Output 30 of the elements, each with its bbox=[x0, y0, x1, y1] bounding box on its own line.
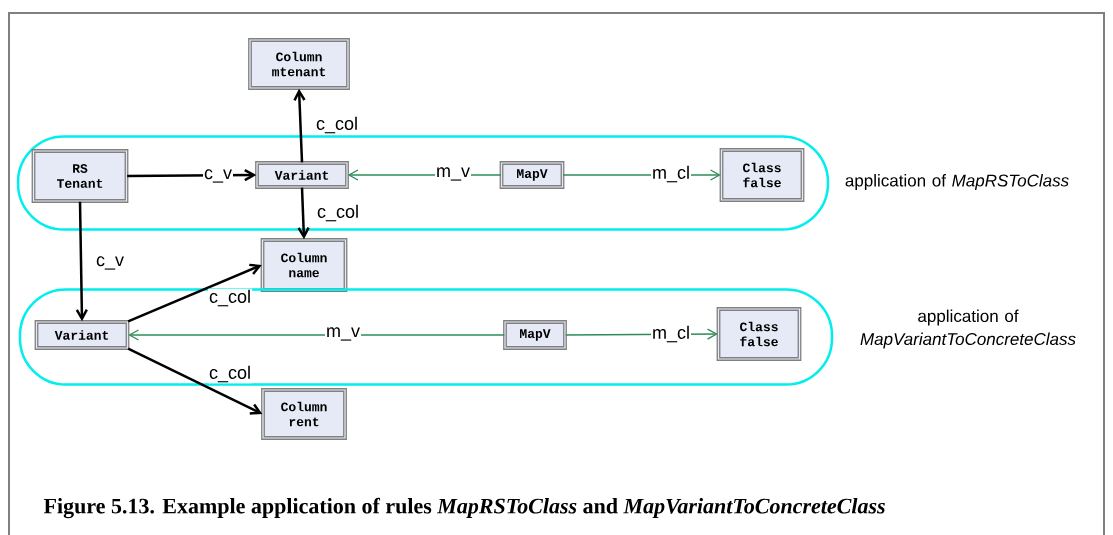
class-box: Class false bbox=[719, 148, 805, 202]
class-box: Variant bbox=[255, 161, 349, 189]
edge-label: m_cl bbox=[651, 324, 691, 344]
edge-label: c_v bbox=[95, 255, 125, 271]
class-box: MapV bbox=[503, 320, 567, 350]
annotation-text: application of MapVariantToConcreteClass bbox=[860, 309, 1076, 349]
edge-label: m_cl bbox=[651, 164, 691, 184]
annotation-text: application of MapRSToClass bbox=[845, 174, 1069, 190]
edge-label: c_col bbox=[208, 364, 252, 384]
edge-label: c_v bbox=[203, 168, 233, 184]
arrow bbox=[75, 201, 88, 322]
class-box: Variant bbox=[34, 320, 130, 350]
class-box: Class false bbox=[716, 307, 802, 361]
arrow bbox=[127, 263, 262, 323]
edge-label: m_v bbox=[435, 166, 471, 182]
figure-caption: Figure 5.13. Example application of rules MapRSToClass and MapVariantToConcreteClass bbox=[43, 497, 885, 519]
edge-label: c_col bbox=[315, 115, 359, 135]
class-box: Column rent bbox=[261, 388, 347, 440]
edge-label: m_v bbox=[325, 326, 361, 342]
class-box: MapV bbox=[499, 161, 565, 189]
class-box: RS Tenant bbox=[31, 149, 129, 203]
class-box: Column name bbox=[260, 238, 348, 292]
arrow bbox=[293, 88, 306, 163]
arrow bbox=[297, 187, 310, 240]
arrow bbox=[127, 347, 263, 415]
rule-band bbox=[18, 288, 834, 386]
rule-band bbox=[16, 135, 830, 231]
edge-label: c_col bbox=[316, 203, 360, 223]
arrow bbox=[128, 329, 505, 341]
class-box: Column mtenant bbox=[248, 38, 350, 90]
